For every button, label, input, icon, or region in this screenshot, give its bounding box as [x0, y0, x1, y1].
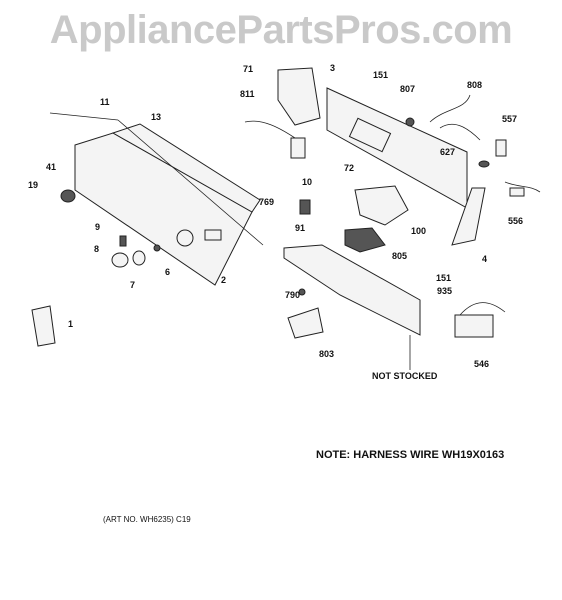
callout-19: 19 [28, 180, 38, 190]
callout-91: 91 [295, 223, 305, 233]
callout-10: 10 [302, 177, 312, 187]
part-803 [287, 307, 324, 339]
callout-769: 769 [259, 197, 274, 207]
knob-dial-7 [132, 250, 146, 266]
callout-546: 546 [474, 359, 489, 369]
callout-9: 9 [95, 222, 100, 232]
module-100 [354, 185, 409, 226]
watermark: AppliancePartsPros.com [49, 8, 513, 52]
callout-1: 1 [68, 319, 73, 329]
harness-block-546 [454, 314, 494, 338]
callout-4: 4 [482, 254, 487, 264]
callout-790: 790 [285, 290, 300, 300]
display-window [204, 229, 222, 241]
top-cover [283, 244, 421, 336]
callout-7: 7 [130, 280, 135, 290]
connector-556 [509, 187, 525, 197]
harness-wire-935 [459, 302, 506, 316]
end-cap-bracket-3 [277, 67, 321, 126]
owners-manual [31, 305, 56, 347]
callout-151a: 151 [373, 70, 388, 80]
not-stocked-label: NOT STOCKED [372, 371, 438, 381]
callout-811: 811 [240, 89, 255, 99]
thermistor-557 [495, 139, 507, 157]
callout-8: 8 [94, 244, 99, 254]
harness-556 [504, 181, 541, 193]
callout-41: 41 [46, 162, 56, 172]
part-627 [478, 160, 490, 168]
hose-808-b [439, 123, 481, 141]
valve-805 [344, 227, 386, 253]
callout-805: 805 [392, 251, 407, 261]
switch-6 [153, 244, 161, 252]
pcb-board [348, 117, 392, 153]
callout-3: 3 [330, 63, 335, 73]
callout-6: 6 [165, 267, 170, 277]
screw-790 [298, 288, 306, 296]
callouts: 71 3 151 807 808 811 557 11 13 72 627 41… [28, 63, 523, 369]
callout-803: 803 [319, 349, 334, 359]
callout-935: 935 [437, 286, 452, 296]
harness-note: NOTE: HARNESS WIRE WH19X0163 [316, 449, 505, 461]
callout-72: 72 [344, 163, 354, 173]
end-cap-4 [451, 187, 486, 246]
knob-8 [111, 252, 129, 268]
latch-91 [299, 199, 311, 215]
tube-811 [244, 120, 296, 139]
callout-807: 807 [400, 84, 415, 94]
callout-556: 556 [508, 216, 523, 226]
fitting-807 [405, 117, 415, 127]
callout-11: 11 [100, 97, 110, 107]
art-number: (ART NO. WH6235) C19 [103, 515, 191, 524]
callout-100: 100 [411, 226, 426, 236]
callout-2: 2 [221, 275, 226, 285]
hose-808-a [429, 94, 471, 123]
control-panel-back [111, 123, 261, 213]
knob-41 [60, 189, 76, 203]
callout-71: 71 [243, 64, 253, 74]
control-panel-front [74, 132, 253, 286]
callout-808: 808 [467, 80, 482, 90]
callout-557: 557 [502, 114, 517, 124]
clip-9 [119, 235, 127, 247]
knob-hole [176, 229, 194, 247]
callout-13: 13 [151, 112, 161, 122]
callout-627: 627 [440, 147, 455, 157]
pressure-switch-10 [290, 137, 306, 159]
callout-151b: 151 [436, 273, 451, 283]
